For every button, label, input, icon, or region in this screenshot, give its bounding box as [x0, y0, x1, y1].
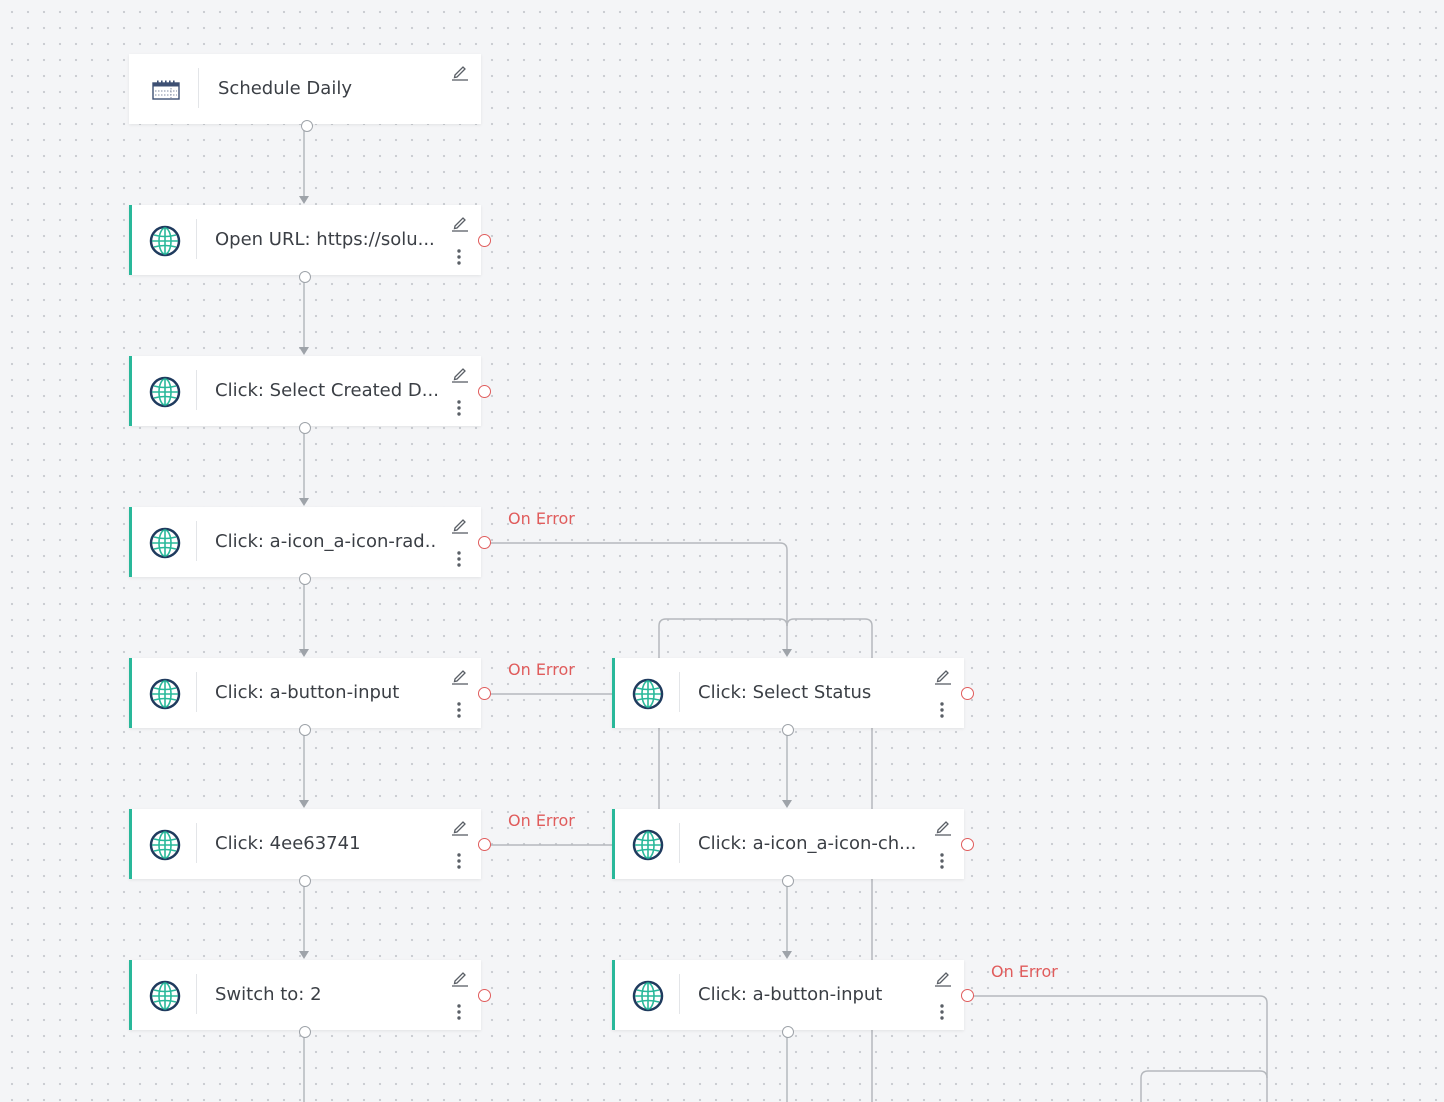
globe-icon	[632, 980, 666, 1012]
output-port[interactable]	[782, 875, 794, 887]
node-divider	[196, 974, 197, 1014]
arrow-head	[782, 649, 792, 657]
edit-pencil-icon[interactable]	[449, 666, 471, 686]
node-schedule-daily[interactable]: Schedule Daily	[129, 54, 481, 132]
arrow-head	[782, 951, 792, 959]
edit-pencil-icon[interactable]	[449, 364, 471, 384]
edit-pencil-icon[interactable]	[449, 817, 471, 837]
output-port[interactable]	[299, 1026, 311, 1038]
error-port[interactable]	[961, 838, 974, 851]
output-port[interactable]	[299, 271, 311, 283]
more-options-icon[interactable]	[455, 550, 463, 568]
node-divider	[679, 974, 680, 1014]
error-port[interactable]	[478, 687, 491, 700]
globe-icon	[149, 678, 183, 710]
node-divider	[679, 823, 680, 863]
node-label: Click: a-icon_a-icon-rad...	[215, 531, 437, 552]
output-port[interactable]	[299, 422, 311, 434]
more-options-icon[interactable]	[455, 852, 463, 870]
arrow-head	[299, 951, 309, 959]
node-label: Schedule Daily	[218, 78, 352, 99]
node-click-button-input-2[interactable]: Click: a-button-input	[612, 960, 974, 1038]
arrow-head	[299, 498, 309, 506]
error-port[interactable]	[961, 687, 974, 700]
globe-icon	[632, 829, 666, 861]
more-options-icon[interactable]	[455, 399, 463, 417]
node-divider	[196, 219, 197, 259]
node-label: Click: Select Created D...	[215, 380, 437, 401]
node-open-url[interactable]: Open URL: https://solu...	[129, 205, 491, 283]
node-click-4ee63741[interactable]: Click: 4ee63741	[129, 809, 491, 887]
output-port[interactable]	[782, 724, 794, 736]
more-options-icon[interactable]	[455, 1003, 463, 1021]
node-divider	[196, 521, 197, 561]
node-click-button-input[interactable]: Click: a-button-input	[129, 658, 491, 736]
more-options-icon[interactable]	[455, 248, 463, 266]
node-divider	[198, 68, 199, 108]
error-port[interactable]	[478, 536, 491, 549]
error-port[interactable]	[478, 989, 491, 1002]
output-port[interactable]	[299, 875, 311, 887]
node-divider	[196, 672, 197, 712]
output-port[interactable]	[299, 724, 311, 736]
globe-icon	[149, 829, 183, 861]
output-port[interactable]	[301, 120, 313, 132]
edit-pencil-icon[interactable]	[932, 817, 954, 837]
node-click-select-status[interactable]: Click: Select Status	[612, 658, 974, 736]
error-port[interactable]	[961, 989, 974, 1002]
edit-pencil-icon[interactable]	[449, 515, 471, 535]
on-error-label: On Error	[508, 811, 575, 830]
arrow-head	[299, 347, 309, 355]
globe-icon	[149, 225, 183, 257]
node-label: Click: Select Status	[698, 682, 872, 703]
error-connector-line	[490, 542, 788, 649]
node-label: Click: a-icon_a-icon-ch...	[698, 833, 917, 854]
edit-pencil-icon[interactable]	[932, 666, 954, 686]
error-port[interactable]	[478, 385, 491, 398]
output-port[interactable]	[299, 573, 311, 585]
more-options-icon[interactable]	[938, 701, 946, 719]
error-port[interactable]	[478, 838, 491, 851]
connector-line	[1140, 1070, 1268, 1102]
node-click-icon-ch[interactable]: Click: a-icon_a-icon-ch...	[612, 809, 974, 887]
error-port[interactable]	[478, 234, 491, 247]
edit-pencil-icon[interactable]	[449, 968, 471, 988]
globe-icon	[149, 527, 183, 559]
on-error-label: On Error	[508, 509, 575, 528]
on-error-label: On Error	[508, 660, 575, 679]
node-click-select-created[interactable]: Click: Select Created D...	[129, 356, 491, 434]
globe-icon	[632, 678, 666, 710]
node-label: Switch to: 2	[215, 984, 322, 1005]
more-options-icon[interactable]	[455, 701, 463, 719]
node-divider	[196, 823, 197, 863]
more-options-icon[interactable]	[938, 1003, 946, 1021]
arrow-head	[299, 800, 309, 808]
globe-icon	[149, 980, 183, 1012]
arrow-head	[299, 196, 309, 204]
node-label: Open URL: https://solu...	[215, 229, 435, 250]
node-divider	[679, 672, 680, 712]
globe-icon	[149, 376, 183, 408]
calendar-icon	[148, 74, 182, 106]
edit-pencil-icon[interactable]	[449, 213, 471, 233]
node-label: Click: a-button-input	[698, 984, 883, 1005]
node-click-icon-rad[interactable]: Click: a-icon_a-icon-rad...	[129, 507, 491, 585]
error-connector-line	[972, 995, 1268, 1102]
arrow-head	[782, 800, 792, 808]
node-label: Click: 4ee63741	[215, 833, 361, 854]
arrow-head	[299, 649, 309, 657]
on-error-label: On Error	[991, 962, 1058, 981]
node-switch-to[interactable]: Switch to: 2	[129, 960, 491, 1038]
more-options-icon[interactable]	[938, 852, 946, 870]
node-label: Click: a-button-input	[215, 682, 400, 703]
edit-pencil-icon[interactable]	[932, 968, 954, 988]
node-divider	[196, 370, 197, 410]
output-port[interactable]	[782, 1026, 794, 1038]
edit-pencil-icon[interactable]	[449, 62, 471, 82]
